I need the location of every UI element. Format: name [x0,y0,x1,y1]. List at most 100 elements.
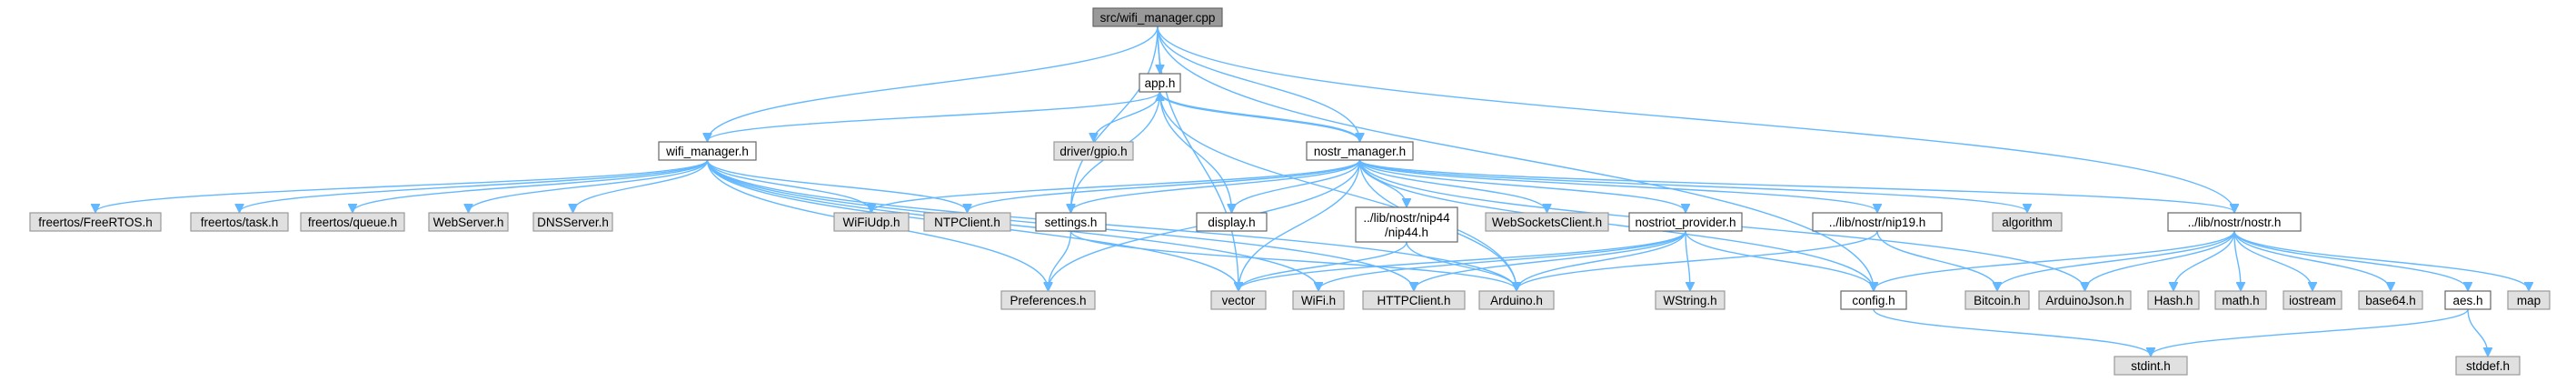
node-map_h: map [2507,290,2551,310]
edge-nostr_manager_h-to-display_h [1232,159,1361,212]
edge-nostr_h-to-arduinojson_h [2085,230,2235,290]
node-arduinojson_h: ArduinoJson.h [2038,290,2132,310]
node-nostriot_provider_h-label: nostriot_provider.h [1635,216,1736,229]
edge-wifi_manager_cpp-to-config_h [1157,25,1874,290]
node-nostr_h[interactable]: ../lib/nostr/nostr.h [2167,212,2302,232]
node-iostream_h-label: iostream [2289,294,2336,307]
node-app_h-label: app.h [1145,76,1176,90]
edge-settings_h-to-preferences_h [1049,230,1072,290]
node-math_h-label: math.h [2222,294,2259,307]
node-websocketsclient_h: WebSocketsClient.h [1485,212,1609,232]
node-task_h-box [190,212,289,232]
node-wstring_h-box [1655,290,1726,310]
edge-nostr_manager_h-to-algorithm_h [1358,159,2028,212]
node-stdint_h-label: stdint.h [2131,359,2171,373]
node-arduinojson_h-box [2038,290,2132,310]
node-math_h-box [2214,290,2267,310]
edge-nostr_manager_h-to-app_h [1160,93,1361,143]
node-nip19_h[interactable]: ../lib/nostr/nip19.h [1812,212,1943,232]
edge-nostriot_provider_h-to-wifi_h [1318,230,1686,290]
edge-nostriot_provider_h-to-arduino_h [1517,230,1686,290]
node-nip44_h-label: ../lib/nostr/nip44 [1363,211,1450,225]
node-config_h-box [1840,290,1907,310]
edge-wifi_manager_cpp-to-nostr_h [1157,25,2234,212]
edge-nostr_manager_h-to-wifiudp_h [871,159,1361,212]
node-wifi_manager_h[interactable]: wifi_manager.h [658,141,757,161]
node-wifi_manager_h-label: wifi_manager.h [665,145,749,158]
edge-nip19_h-to-bitcoin_h [1876,230,1997,290]
node-stdint_h: stdint.h [2114,356,2188,376]
edge-wifi_manager_h-to-dnsserver_h [573,159,709,212]
node-arduinojson_h-label: ArduinoJson.h [2045,294,2123,307]
node-freertos_h-box [29,212,162,232]
edge-app_h-to-wifi_manager_h [708,91,1161,141]
node-settings_h[interactable]: settings.h [1035,212,1107,232]
node-wifi_h: WiFi.h [1292,290,1345,310]
node-nostr_manager_h[interactable]: nostr_manager.h [1306,141,1414,161]
node-display_h[interactable]: display.h [1196,212,1268,232]
node-nostriot_provider_h[interactable]: nostriot_provider.h [1628,212,1743,232]
node-app_h-box [1139,73,1181,93]
edge-nostr_manager_h-to-nip19_h [1358,159,1878,212]
edge-nostriot_provider_h-to-httpclient_h [1414,230,1686,290]
node-nostr_h-box [2167,212,2302,232]
node-driver_gpio_h: driver/gpio.h [1053,141,1134,161]
node-ntpclient_h: NTPClient.h [923,212,1011,232]
node-nip44_h[interactable]: ../lib/nostr/nip44/nip44.h [1355,206,1458,243]
node-dnsserver_h: DNSServer.h [532,212,613,232]
node-websocketsclient_h-box [1485,212,1609,232]
edge-nostriot_provider_h-to-config_h [1685,230,1874,290]
edge-nip19_h-to-arduino_h [1517,230,1878,290]
node-arduino_h-box [1478,290,1555,310]
node-wifi_manager_h-box [658,141,757,161]
node-wifi_manager_cpp[interactable]: src/wifi_manager.cpp [1092,7,1223,27]
node-httpclient_h: HTTPClient.h [1362,290,1466,310]
node-math_h: math.h [2214,290,2267,310]
edge-wifi_manager_h-to-wifiudp_h [706,159,872,212]
edge-config_h-to-stdint_h [1873,308,2151,356]
node-base64_h: base64.h [2358,290,2423,310]
edge-app_h-to-nostr_manager_h [1159,91,1360,141]
edge-nostr_h-to-config_h [1874,230,2235,290]
edge-wifi_manager_h-to-wifi_h [706,159,1319,290]
edge-wifi_manager_h-to-task_h [240,159,709,212]
node-hash_h-label: Hash.h [2154,294,2193,307]
edge-nostr_h-to-aes_h [2233,230,2468,290]
edge-nostr_manager_h-to-vector_h [1238,159,1361,290]
node-arduino_h-label: Arduino.h [1490,294,1543,307]
node-aes_h[interactable]: aes.h [2444,290,2491,310]
node-webserver_h-box [428,212,509,232]
node-display_h-label: display.h [1208,216,1255,229]
node-queue_h-box [300,212,405,232]
edge-nip44_h-to-arduino_h [1406,241,1517,290]
node-stddef_h-label: stddef.h [2466,359,2510,373]
node-aes_h-label: aes.h [2452,294,2482,307]
node-map_h-box [2507,290,2551,310]
edge-wifi_manager_h-to-freertos_h [95,159,709,212]
node-wifi_manager_cpp-label: src/wifi_manager.cpp [1100,11,1216,25]
node-webserver_h: WebServer.h [428,212,509,232]
node-display_h-box [1196,212,1268,232]
node-config_h[interactable]: config.h [1840,290,1907,310]
node-vector_h: vector [1210,290,1267,310]
node-map_h-label: map [2517,294,2541,307]
node-hash_h: Hash.h [2147,290,2200,310]
node-algorithm_h-label: algorithm [2002,216,2053,229]
node-wifi_manager_cpp-box [1092,7,1223,27]
node-aes_h-box [2444,290,2491,310]
edge-nostr_manager_h-to-websocketsclient_h [1358,159,1547,212]
node-preferences_h-box [1000,290,1096,310]
node-freertos_h-label: freertos/FreeRTOS.h [38,216,153,229]
node-app_h[interactable]: app.h [1139,73,1181,93]
edge-wifi_manager_cpp-to-wifi_manager_h [708,25,1159,141]
node-dnsserver_h-label: DNSServer.h [537,216,609,229]
node-vector_h-label: vector [1222,294,1256,307]
edge-nip44_h-to-vector_h [1238,241,1407,290]
node-nip19_h-label: ../lib/nostr/nip19.h [1829,216,1926,229]
edge-nostr_h-to-map_h [2233,230,2529,290]
edge-nostr_h-to-math_h [2233,230,2241,290]
node-wifiudp_h-label: WiFiUdp.h [842,216,900,229]
node-algorithm_h: algorithm [1992,212,2063,232]
node-bitcoin_h: Bitcoin.h [1964,290,2030,310]
